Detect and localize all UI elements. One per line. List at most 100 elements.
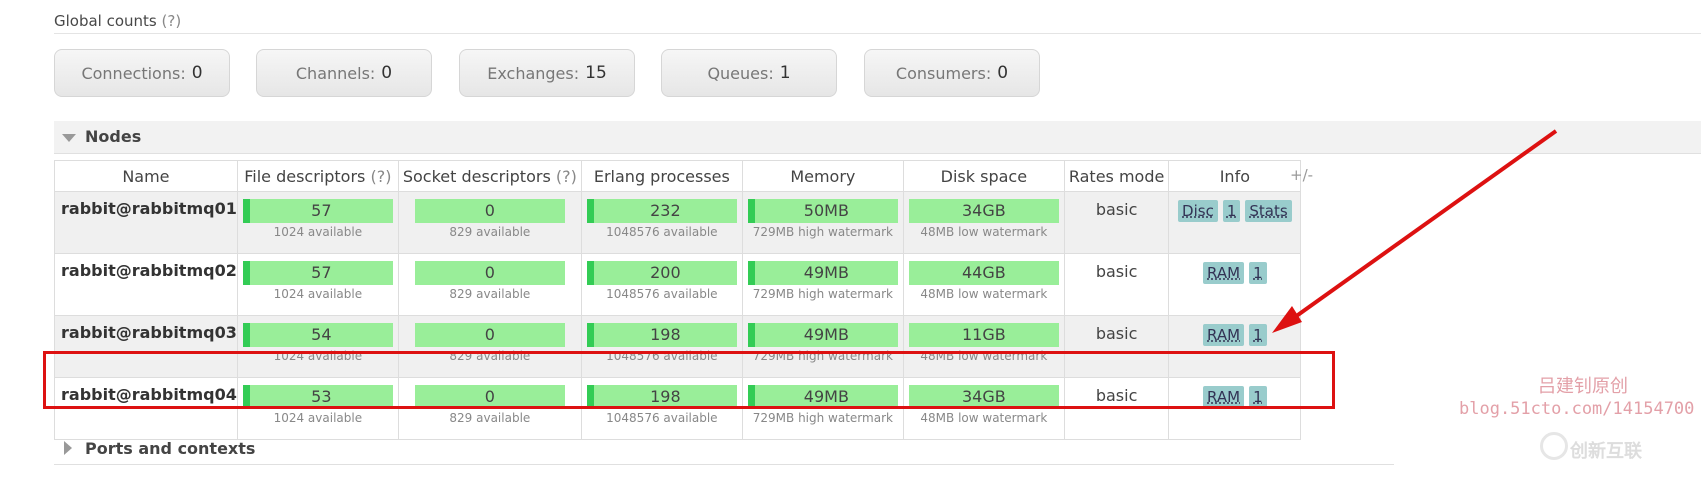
rates-mode: basic [1063,377,1170,440]
connections-count[interactable]: Connections:0 [54,49,230,97]
node-count-tag[interactable]: 1 [1249,324,1267,346]
memory-watermark: 729MB high watermark [752,411,893,425]
node-name[interactable]: rabbit@rabbitmq02 [54,253,238,316]
erlang-available: 1048576 available [606,287,718,301]
disk-bar: 44GB [908,261,1059,285]
col-name-header[interactable]: Name [54,160,238,192]
info-cell: RAM 1 [1168,253,1302,316]
count-value: 0 [381,63,393,83]
nodes-section-header[interactable]: Nodes [54,121,1701,154]
node-type-tag[interactable]: RAM [1203,324,1245,346]
collapse-triangle-icon[interactable] [62,134,76,142]
disk-cell: 34GB 48MB low watermark [902,191,1065,254]
rates-mode: basic [1063,253,1170,316]
sd-available: 829 available [449,411,531,425]
count-value: 1 [779,63,791,83]
erlang-bar: 198 [586,323,737,347]
col-info-header[interactable]: Info [1168,160,1302,192]
node-name[interactable]: rabbit@rabbitmq03 [54,315,238,378]
disk-bar: 34GB [908,199,1059,223]
count-label: Exchanges: [487,63,580,83]
column-toggle-button[interactable]: +/- [1290,166,1314,184]
col-memory-header[interactable]: Memory [741,160,904,192]
watermark-author: 吕建钊原创 [1538,376,1628,397]
ports-section-header[interactable]: Ports and contexts [54,434,1394,465]
erlang-bar: 200 [586,261,737,285]
erlang-available: 1048576 available [606,411,718,425]
consumers-count[interactable]: Consumers:0 [864,49,1040,97]
fd-available: 1024 available [273,287,363,301]
help-link[interactable]: (?) [555,166,577,186]
memory-cell: 49MB 729MB high watermark [741,253,904,316]
channels-count[interactable]: Channels:0 [256,49,432,97]
fd-available: 1024 available [273,225,363,239]
fd-bar: 57 [242,199,393,223]
disk-watermark: 48MB low watermark [920,349,1048,363]
exchanges-count[interactable]: Exchanges:15 [459,49,635,97]
memory-bar: 49MB [747,261,898,285]
fd-cell: 57 1024 available [236,253,399,316]
col-rates-header[interactable]: Rates mode [1063,160,1170,192]
header-label: Socket descriptors [402,166,551,186]
node-name[interactable]: rabbit@rabbitmq01 [54,191,238,254]
disk-watermark: 48MB low watermark [920,411,1048,425]
memory-bar: 49MB [747,385,898,409]
col-erlang-header[interactable]: Erlang processes [580,160,743,192]
disk-bar: 34GB [908,385,1059,409]
erlang-cell: 198 1048576 available [580,315,743,378]
col-disk-header[interactable]: Disk space [902,160,1065,192]
col-sd-header[interactable]: Socket descriptors (?) [397,160,582,192]
memory-watermark: 729MB high watermark [752,287,893,301]
count-label: Queues: [707,63,774,83]
node-count-tag[interactable]: 1 [1249,262,1267,284]
nodes-section-title: Nodes [85,127,142,146]
watermark-url: blog.51cto.com/14154700 [1459,399,1695,419]
node-count-tag[interactable]: 1 [1222,200,1241,222]
node-type-tag[interactable]: RAM [1203,386,1245,408]
node-type-tag[interactable]: RAM [1203,262,1245,284]
node-name[interactable]: rabbit@rabbitmq04 [54,377,238,440]
count-label: Channels: [295,63,376,83]
divider [54,33,1701,34]
expand-triangle-icon[interactable] [64,441,72,455]
node-type-tag[interactable]: Disc [1178,200,1218,222]
stats-tag[interactable]: Stats [1245,200,1292,222]
node-count-tag[interactable]: 1 [1249,386,1267,408]
memory-watermark: 729MB high watermark [752,349,893,363]
help-link[interactable]: (?) [370,166,392,186]
fd-bar: 54 [242,323,393,347]
disk-watermark: 48MB low watermark [920,225,1048,239]
disk-cell: 34GB 48MB low watermark [902,377,1065,440]
fd-available: 1024 available [273,411,363,425]
fd-cell: 54 1024 available [236,315,399,378]
fd-bar: 57 [242,261,393,285]
global-counts-help[interactable]: (?) [161,12,182,30]
watermark-brand: 创新互联 [1570,441,1642,462]
global-counts-title: Global counts (?) [54,12,181,30]
count-label: Connections: [81,63,186,83]
info-cell: RAM 1 [1168,377,1302,440]
queues-count[interactable]: Queues:1 [661,49,837,97]
memory-bar: 50MB [747,199,898,223]
count-value: 0 [191,63,203,83]
info-cell: RAM 1 [1168,315,1302,378]
erlang-cell: 200 1048576 available [580,253,743,316]
col-fd-header[interactable]: File descriptors (?) [236,160,399,192]
erlang-available: 1048576 available [606,349,718,363]
ports-section-title: Ports and contexts [85,439,256,458]
fd-available: 1024 available [273,349,363,363]
count-value: 0 [997,63,1009,83]
sd-available: 829 available [449,225,531,239]
fd-cell: 57 1024 available [236,191,399,254]
count-label: Consumers: [895,63,992,83]
